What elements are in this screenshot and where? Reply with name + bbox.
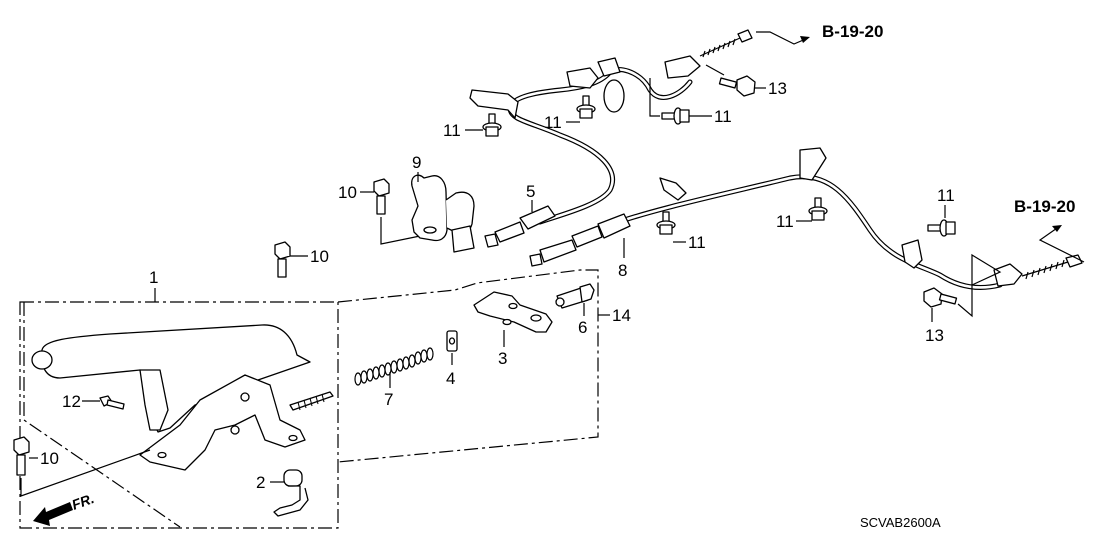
callout-10-lower: 10 [20,449,151,497]
reference-top[interactable]: B-19-20 [756,22,883,45]
bolt-part-11-e[interactable] [808,197,828,221]
bolt-part-13-top[interactable] [718,75,756,97]
bolt-part-11-f[interactable] [927,219,956,237]
callout-label: 7 [384,390,393,409]
arrow-icon [1052,225,1062,232]
callout-label: 11 [937,186,955,205]
callout-8: 8 [618,238,627,280]
callout-label: 9 [412,153,421,172]
callout-12: 12 [62,392,100,411]
bolt-part-10-top[interactable] [373,178,390,215]
callout-5: 5 [526,182,535,212]
callout-label: 2 [256,473,265,492]
callout-13-bottom: 13 [925,253,1002,345]
callout-13-top: 13 [705,64,787,98]
screw-part-12[interactable] [99,395,125,410]
callout-label: 11 [688,233,706,252]
callout-11-b: 11 [544,113,580,132]
callout-14: 14 [598,306,631,325]
callout-7: 7 [384,372,393,409]
callout-3: 3 [498,330,507,368]
brake-lever-part[interactable] [31,324,334,471]
direction-label: FR. [70,490,97,513]
adjusting-nut-part-6[interactable] [555,283,595,309]
callout-label: 14 [612,306,631,325]
arrow-left-icon [33,502,73,526]
bolt-part-10-lower[interactable] [13,436,30,476]
callout-11-c: 11 [649,78,732,126]
bolt-part-11-a[interactable] [482,113,502,137]
front-direction-indicator: FR. [33,490,96,526]
callout-1: 1 [149,268,158,287]
callout-label: 5 [526,182,535,201]
spring-part-7[interactable] [354,347,434,386]
equalizer-part-3[interactable] [473,291,553,333]
callout-6: 6 [578,303,587,337]
diagram-code: SCVAB2600A [860,515,941,530]
reference-label[interactable]: B-19-20 [822,22,883,41]
reference-label[interactable]: B-19-20 [1014,197,1075,216]
bolt-part-11-b[interactable] [576,95,596,119]
bolt-part-10-mid[interactable] [274,241,291,278]
callout-label: 10 [338,183,357,202]
callout-11-f: 11 [937,186,955,218]
callout-label: 12 [62,392,81,411]
callout-11-d: 11 [673,233,706,252]
callout-label: 10 [40,449,59,468]
callout-2: 2 [256,473,284,492]
callout-label: 4 [446,369,455,388]
callout-label: 8 [618,261,627,280]
callout-label: 10 [310,247,329,266]
callout-label: 11 [776,212,794,231]
bolt-part-11-d[interactable] [656,211,676,235]
callout-label: 11 [714,107,732,126]
callout-label: 11 [544,113,562,132]
arrow-icon [800,36,810,43]
callout-label: 13 [768,79,787,98]
callout-4: 4 [446,353,455,388]
reference-right[interactable]: B-19-20 [1014,197,1085,263]
cable-part-8[interactable] [529,147,1083,291]
callout-9: 9 [412,153,421,182]
cable-bracket-part-9[interactable] [411,174,475,253]
switch-part-2[interactable] [273,469,309,517]
bolt-part-11-c[interactable] [661,107,690,125]
callout-label: 11 [443,121,461,140]
callout-11-a: 11 [443,121,483,140]
callout-label: 1 [149,268,158,287]
bolt-part-13-bottom[interactable] [923,287,958,308]
callout-10-mid: 10 [290,247,329,266]
callout-label: 3 [498,349,507,368]
callout-label: 13 [925,326,944,345]
cable-part-5[interactable] [469,29,753,248]
cable-end-part-4[interactable] [446,330,458,352]
callout-10-top: 10 [338,183,421,245]
callout-label: 6 [578,318,587,337]
callout-11-e: 11 [776,212,812,231]
